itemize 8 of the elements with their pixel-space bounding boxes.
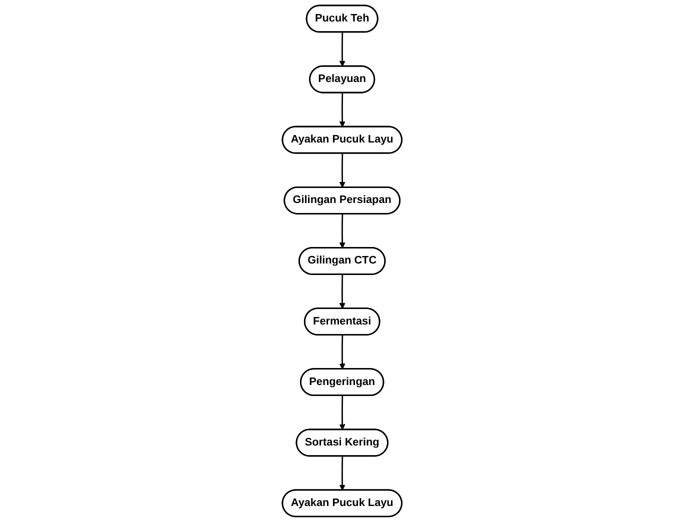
- arrow: [339, 396, 346, 430]
- arrow: [339, 456, 346, 491]
- arrow: [339, 32, 346, 67]
- arrow: [339, 92, 346, 128]
- arrow: [339, 153, 346, 188]
- arrow: [339, 335, 346, 370]
- arrow: [339, 274, 346, 309]
- arrow: [339, 214, 346, 248]
